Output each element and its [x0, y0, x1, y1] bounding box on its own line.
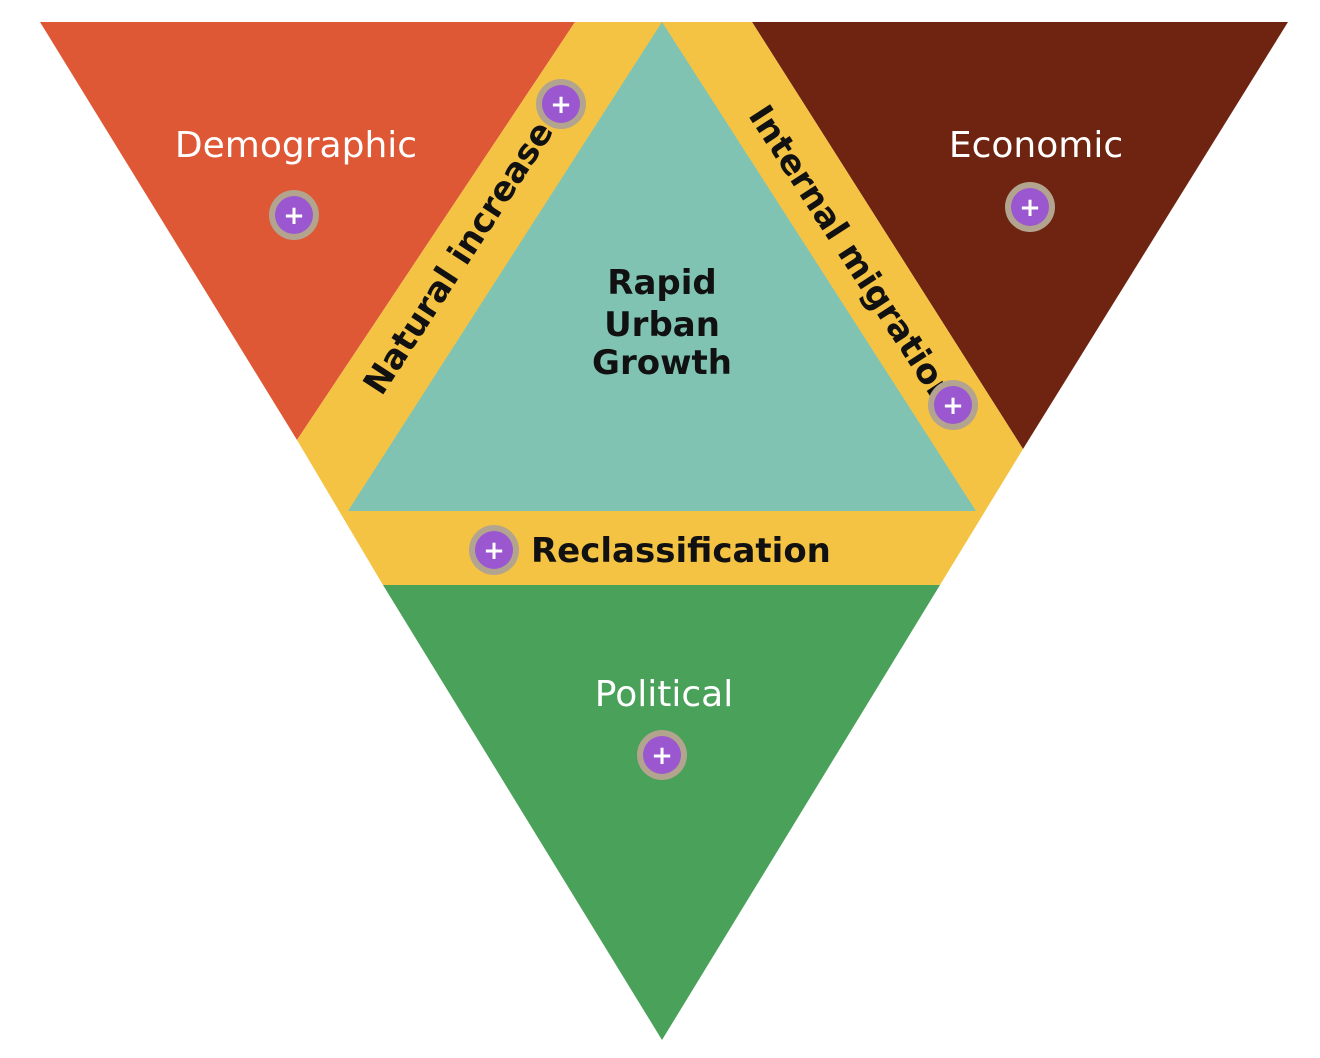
plus-icon: +	[942, 391, 964, 421]
reclassification-label: Reclassification	[531, 531, 831, 571]
center-label-line-3: Growth	[592, 343, 732, 383]
economic-wedge	[752, 22, 1288, 449]
center-triangle	[348, 22, 976, 511]
hotspot-circle	[475, 531, 513, 569]
internal-migration-info-button[interactable]: +	[928, 380, 978, 430]
hotspot-circle	[643, 736, 681, 774]
reclassification-info-button[interactable]: +	[469, 525, 519, 575]
demographic-info-button[interactable]: +	[269, 190, 319, 240]
center-label-line-1: Rapid	[607, 263, 716, 303]
demographic-label: Demographic	[175, 125, 417, 166]
political-info-button[interactable]: +	[637, 730, 687, 780]
hotspot-circle	[275, 196, 313, 234]
plus-icon: +	[651, 741, 673, 771]
hotspot-circle	[934, 386, 972, 424]
natural-increase-info-button[interactable]: +	[536, 79, 586, 129]
economic-label: Economic	[949, 125, 1123, 166]
plus-icon: +	[483, 536, 505, 566]
hotspot-circle	[542, 85, 580, 123]
plus-icon: +	[283, 201, 305, 231]
plus-icon: +	[1019, 193, 1041, 223]
hotspot-circle	[1011, 188, 1049, 226]
political-wedge	[383, 585, 940, 1040]
political-label: Political	[595, 674, 733, 715]
plus-icon: +	[550, 90, 572, 120]
center-label-line-2: Urban	[604, 305, 720, 345]
economic-info-button[interactable]: +	[1005, 182, 1055, 232]
